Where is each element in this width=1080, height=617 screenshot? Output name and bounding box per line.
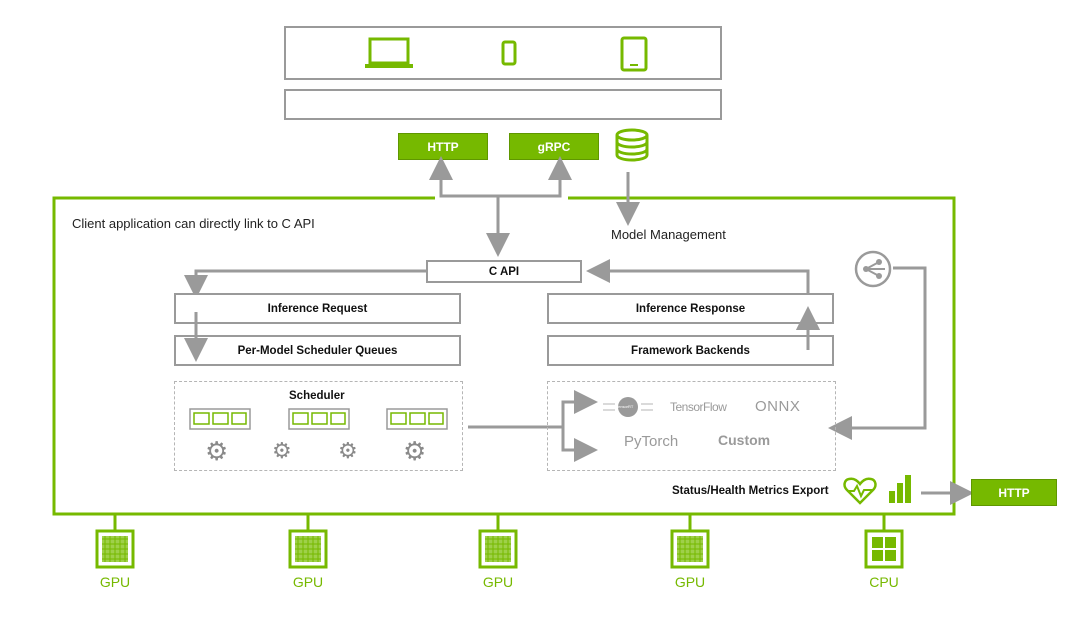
inference-response-box: Inference Response bbox=[547, 293, 834, 324]
c-api-note: Client application can directly link to … bbox=[72, 216, 315, 231]
network-hub-icon bbox=[854, 250, 892, 288]
grpc-endpoint[interactable]: gRPC bbox=[509, 133, 599, 160]
tensorrt-label: TensorRT bbox=[616, 404, 634, 409]
model-batch-icon bbox=[386, 408, 448, 430]
client-library-bar bbox=[284, 89, 722, 120]
onnx-label: ONNX bbox=[755, 398, 801, 415]
gpu-chip-icon bbox=[670, 529, 710, 569]
pytorch-label: PyTorch bbox=[624, 433, 679, 450]
scheduler-label: Scheduler bbox=[289, 390, 345, 402]
model-batch-icon bbox=[189, 408, 251, 430]
tensorflow-label: TensorFlow bbox=[670, 400, 727, 414]
gear-icon: ⚙ bbox=[205, 436, 229, 466]
model-management-label: Model Management bbox=[611, 227, 726, 242]
laptop-icon bbox=[365, 37, 413, 68]
frameworks-panel: TensorRT TensorFlow ONNX PyTorch Custom bbox=[547, 381, 836, 471]
custom-label: Custom bbox=[718, 432, 771, 448]
hardware-label: GPU bbox=[292, 574, 324, 590]
metrics-http-endpoint[interactable]: HTTP bbox=[971, 479, 1057, 506]
model-batch-icon bbox=[288, 408, 350, 430]
gear-icon: ⚙ bbox=[403, 436, 427, 466]
gear-icon: ⚙ bbox=[338, 438, 358, 463]
gpu-chip-icon bbox=[478, 529, 518, 569]
inference-request-box: Inference Request bbox=[174, 293, 461, 324]
gpu-chip-icon bbox=[288, 529, 328, 569]
database-icon bbox=[615, 128, 649, 162]
bar-chart-icon bbox=[889, 475, 911, 503]
hardware-label: CPU bbox=[869, 574, 899, 590]
cpu-chip-icon bbox=[864, 529, 904, 569]
hardware-label: GPU bbox=[99, 574, 131, 590]
hardware-label: GPU bbox=[482, 574, 514, 590]
gpu-chip-icon bbox=[95, 529, 135, 569]
hardware-label: GPU bbox=[674, 574, 706, 590]
heartbeat-icon bbox=[843, 477, 877, 505]
c-api-box: C API bbox=[426, 260, 582, 283]
phone-icon bbox=[501, 40, 517, 66]
framework-backends-box: Framework Backends bbox=[547, 335, 834, 366]
tensorrt-icon bbox=[603, 397, 653, 417]
gear-icon: ⚙ bbox=[272, 438, 292, 463]
metrics-export-label: Status/Health Metrics Export bbox=[672, 485, 829, 497]
scheduler-queues-box: Per-Model Scheduler Queues bbox=[174, 335, 461, 366]
client-devices-bar bbox=[284, 26, 722, 80]
tablet-icon bbox=[620, 36, 648, 72]
http-endpoint[interactable]: HTTP bbox=[398, 133, 488, 160]
scheduler-panel: Scheduler ⚙ ⚙ ⚙ ⚙ bbox=[174, 381, 463, 471]
